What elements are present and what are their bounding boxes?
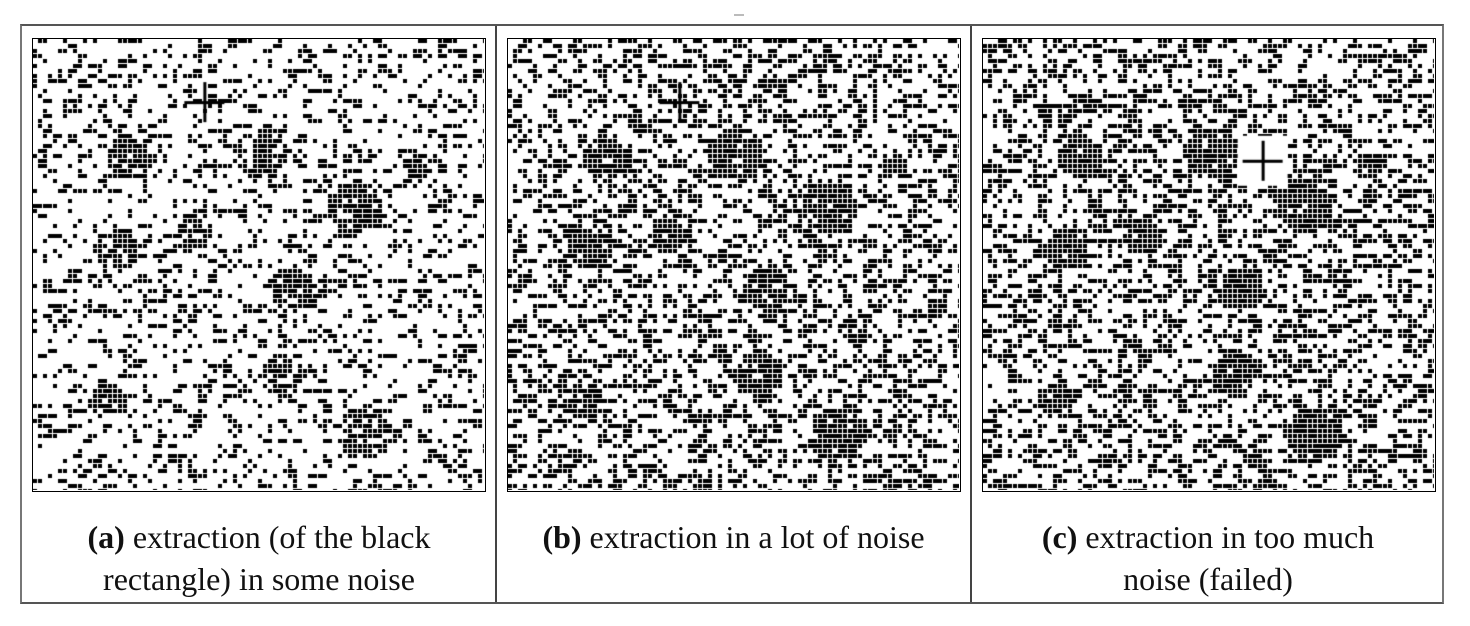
caption-text-c-line1: extraction in too much — [1077, 519, 1375, 555]
noise-canvas-a — [33, 39, 484, 490]
noise-image-b — [507, 38, 961, 492]
caption-text-b-line1: extraction in a lot of noise — [581, 519, 925, 555]
caption-text-a-line2: rectangle) in some noise — [103, 561, 415, 597]
noise-image-a — [32, 38, 486, 492]
figure-table: (a) extraction (of the black rectangle) … — [20, 24, 1444, 604]
panel-c: (c) extraction in too much noise (failed… — [972, 26, 1444, 602]
noise-image-c — [982, 38, 1436, 492]
panel-divider-2 — [970, 26, 972, 602]
panel-b: (b) extraction in a lot of noise — [497, 26, 970, 602]
panel-a: (a) extraction (of the black rectangle) … — [22, 26, 496, 602]
caption-a: (a) extraction (of the black rectangle) … — [22, 516, 496, 600]
top-mark — [734, 14, 744, 16]
noise-canvas-b — [508, 39, 959, 490]
panel-divider-1 — [495, 26, 497, 602]
caption-label-b: (b) — [542, 519, 582, 555]
caption-b: (b) extraction in a lot of noise — [497, 516, 970, 558]
caption-c: (c) extraction in too much noise (failed… — [972, 516, 1444, 600]
caption-label-a: (a) — [87, 519, 125, 555]
caption-label-c: (c) — [1041, 519, 1078, 555]
caption-text-c-line2: noise (failed) — [1123, 561, 1293, 597]
noise-canvas-c — [983, 39, 1434, 490]
caption-text-a-line1: extraction (of the black — [124, 519, 431, 555]
